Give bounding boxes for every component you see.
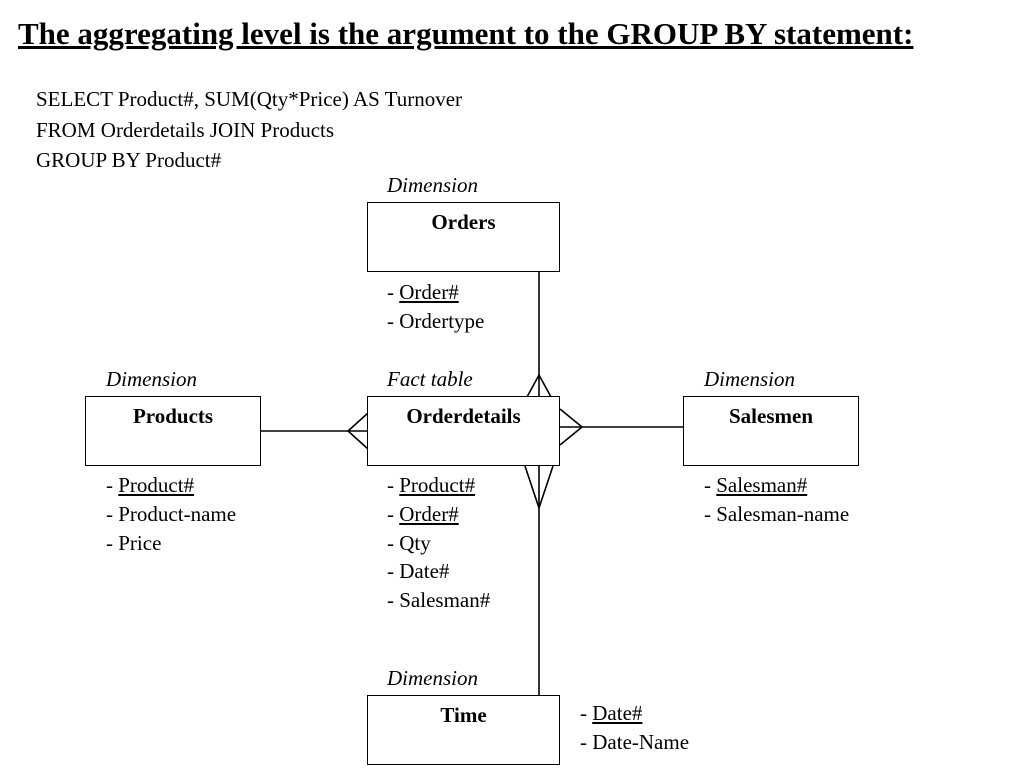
orders-attribute-row: - Ordertype [387, 307, 484, 336]
products-table-name: Products [132, 404, 214, 428]
attribute-bullet: - [387, 308, 400, 333]
attribute-bullet: - [387, 473, 400, 497]
products-attribute-row: - Price [106, 529, 236, 558]
attribute-bullet: - [580, 701, 593, 725]
attribute-bullet: - [387, 280, 400, 304]
key-attribute: Order# [399, 501, 459, 526]
orders-table: Orders [367, 202, 560, 272]
salesmen-attributes: - Salesman#- Salesman-name [704, 471, 849, 529]
orderdetails-attribute-row: - Salesman# [387, 586, 490, 615]
salesmen-table: Salesmen [683, 396, 859, 466]
products-caption: Dimension [106, 367, 197, 391]
orderdetails-attribute-row: - Date# [387, 557, 490, 586]
attribute-bullet: - [387, 530, 400, 555]
key-attribute: Product# [118, 473, 195, 497]
attribute-bullet: - [106, 530, 119, 555]
attribute-name: Salesman# [399, 588, 491, 613]
key-attribute: Salesman# [716, 473, 808, 497]
salesmen-attribute-row: - Salesman-name [704, 500, 849, 529]
crowfoot-products-orderdetails [346, 412, 369, 450]
crowfoot-salesmen-orderdetails [559, 408, 584, 446]
orderdetails-attribute-row: - Product# [387, 471, 490, 500]
orders-attribute-row: - Order# [387, 278, 484, 307]
orderdetails-caption: Fact table [387, 367, 473, 391]
attribute-bullet: - [704, 473, 717, 497]
sql-from-line: FROM Orderdetails JOIN Products [36, 117, 335, 142]
salesmen-caption: Dimension [704, 367, 795, 391]
crowfoot-time-orderdetails [524, 465, 554, 511]
attribute-name: Qty [399, 530, 431, 555]
orders-attributes: - Order#- Ordertype [387, 278, 484, 336]
time-table: Time [367, 695, 560, 765]
attribute-name: Price [118, 530, 162, 555]
time-caption: Dimension [387, 666, 478, 690]
orderdetails-attribute-row: - Qty [387, 529, 490, 558]
attribute-bullet: - [387, 501, 400, 526]
time-table-name: Time [440, 703, 487, 727]
attribute-bullet: - [704, 501, 717, 526]
key-attribute: Order# [399, 280, 459, 304]
orders-table-name: Orders [431, 210, 496, 234]
sql-select-line: SELECT Product#, SUM(Qty*Price) AS Turno… [36, 87, 463, 111]
key-attribute: Product# [399, 473, 476, 497]
products-attributes: - Product#- Product-name- Price [106, 471, 236, 557]
time-attributes: - Date#- Date-Name [580, 699, 689, 757]
attribute-bullet: - [106, 473, 119, 497]
time-attribute-row: - Date# [580, 699, 689, 728]
slide-title: The aggregating level is the argument to… [18, 16, 914, 51]
attribute-bullet: - [580, 729, 593, 754]
orders-caption: Dimension [387, 173, 478, 197]
attribute-bullet: - [387, 588, 400, 613]
products-table: Products [85, 396, 261, 466]
orderdetails-table: Orderdetails [367, 396, 560, 466]
attribute-name: Salesman-name [716, 501, 850, 526]
products-attribute-row: - Product# [106, 471, 236, 500]
attribute-name: Ordertype [399, 308, 485, 333]
attribute-bullet: - [387, 559, 400, 584]
salesmen-attribute-row: - Salesman# [704, 471, 849, 500]
key-attribute: Date# [592, 701, 643, 725]
orderdetails-table-name: Orderdetails [406, 404, 521, 428]
time-attribute-row: - Date-Name [580, 728, 689, 757]
attribute-name: Date-Name [592, 729, 690, 754]
attribute-bullet: - [106, 501, 119, 526]
crowfoot-orders-orderdetails [526, 373, 552, 398]
sql-group-by-line: GROUP BY Product# [36, 148, 222, 172]
sql-query: SELECT Product#, SUM(Qty*Price) AS Turno… [36, 84, 462, 176]
orderdetails-attribute-row: - Order# [387, 500, 490, 529]
products-attribute-row: - Product-name [106, 500, 236, 529]
salesmen-table-name: Salesmen [729, 404, 813, 428]
orderdetails-attributes: - Product#- Order#- Qty- Date#- Salesman… [387, 471, 490, 615]
attribute-name: Date# [399, 559, 450, 584]
attribute-name: Product-name [118, 501, 237, 526]
